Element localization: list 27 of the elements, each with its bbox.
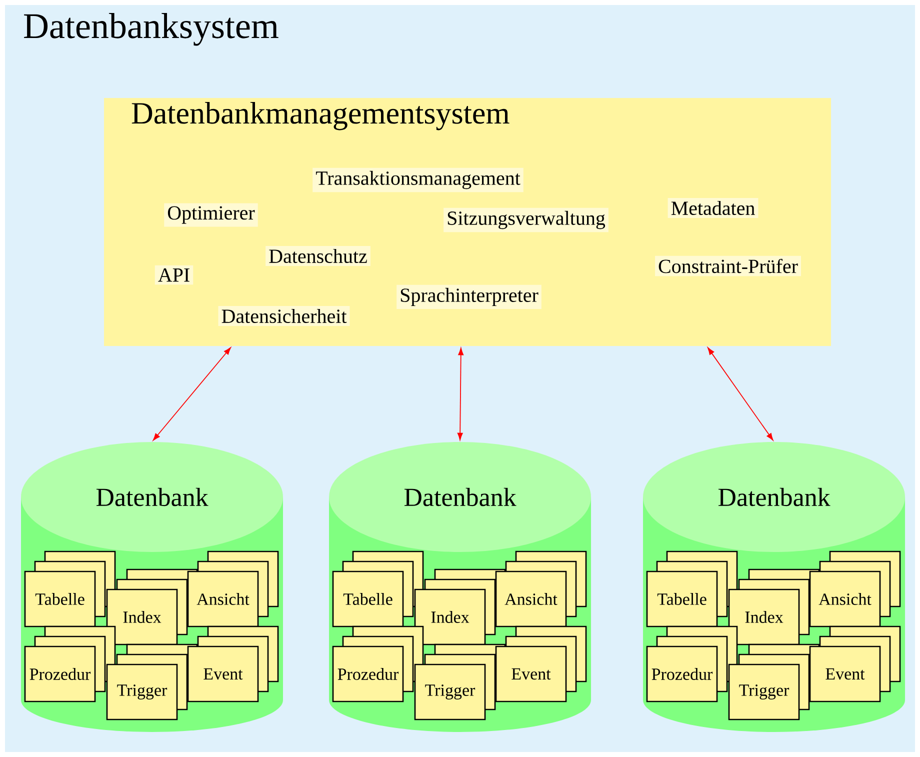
component-label: Optimierer	[164, 203, 258, 227]
document-stack: Trigger	[414, 644, 506, 720]
document-stack: Trigger	[728, 644, 820, 720]
component-label: Datensicherheit	[218, 306, 350, 326]
component-label: Sitzungsverwaltung	[444, 208, 608, 232]
component-label: Transaktionsmanagement	[312, 168, 524, 192]
component-label: Sprachinterpreter	[396, 284, 542, 310]
document-stack: Ansicht	[495, 550, 587, 628]
component-label: Metadaten	[668, 198, 758, 218]
document-stack: Tabelle	[646, 550, 738, 628]
component-label: API	[154, 265, 194, 285]
arrow	[457, 348, 464, 440]
document-stack: Prozedur	[646, 626, 738, 702]
arrow	[152, 347, 231, 441]
document-stack: Prozedur	[24, 626, 116, 702]
component-label: Constraint-Prüfer	[655, 256, 801, 276]
arrow	[708, 347, 774, 441]
document-stack: Event	[495, 626, 587, 702]
document-stack: Tabelle	[332, 550, 424, 628]
document-stack: Event	[809, 626, 901, 702]
document-stack: Event	[187, 626, 279, 702]
document-stack: Tabelle	[24, 550, 116, 628]
document-stack: Trigger	[106, 644, 198, 720]
document-stack: Prozedur	[332, 626, 424, 702]
component-label: Datenschutz	[266, 246, 370, 266]
document-stack: Ansicht	[187, 550, 279, 628]
document-stack: Ansicht	[809, 550, 901, 628]
